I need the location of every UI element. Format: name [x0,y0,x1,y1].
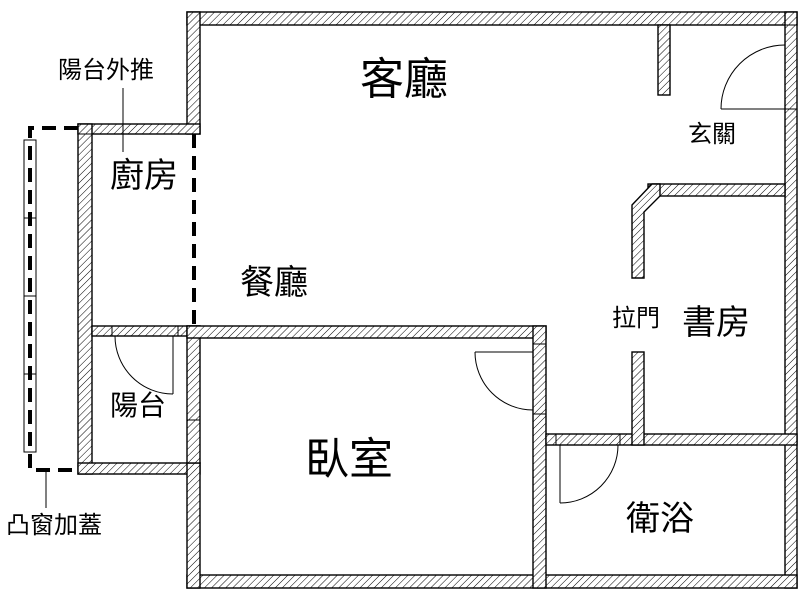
bedroom-door-frame-right [532,343,547,415]
room-label-bathroom: 衛浴 [626,499,694,539]
label-sliding-door: 拉門 [612,304,660,332]
wall-top [186,11,798,26]
wall-balcony-top [91,325,201,337]
annotation-bay-window: 凸窗加蓋 [6,511,102,539]
room-label-dining-room: 餐廳 [240,263,308,303]
wall-bedroom-right [532,325,547,589]
wall-study-top [647,183,786,197]
room-label-balcony: 陽台 [110,389,167,422]
room-label-study: 書房 [682,303,750,343]
room-label-bedroom: 臥室 [305,434,393,485]
wall-left-outer [77,123,93,475]
wall-balcony-bottom [77,462,201,475]
room-label-kitchen: 廚房 [110,156,178,196]
bedroom-door-frame-left [186,419,201,464]
wall-bottom [186,574,798,589]
annotation-balcony-extension: 陽台外推 [58,56,154,84]
entrance-door-frame [784,24,798,110]
bath-door-frame [555,433,621,446]
wall-study-corner [631,183,661,279]
wall-left-upper [186,11,201,135]
bay-window-dashed-boundary [28,126,78,472]
wall-bedroom-top [186,325,547,339]
wall-bedroom-left [186,325,201,464]
wall-entrance-stub [657,24,671,96]
wall-bath-top [545,433,798,446]
wall-right [784,11,798,589]
entrance-door-swing [720,44,786,110]
window-kitchen-frame [77,133,93,464]
room-label-living-room: 客廳 [360,54,448,105]
room-label-entrance: 玄關 [688,120,736,148]
bedroom-door-swing [474,351,534,411]
wall-study-lower [631,351,645,446]
wall-kitchen-top [77,123,201,135]
wall-left-lower [186,462,201,589]
bathroom-door-swing [559,444,619,504]
balcony-door-frame [111,325,179,337]
balcony-door-swing [114,335,174,395]
